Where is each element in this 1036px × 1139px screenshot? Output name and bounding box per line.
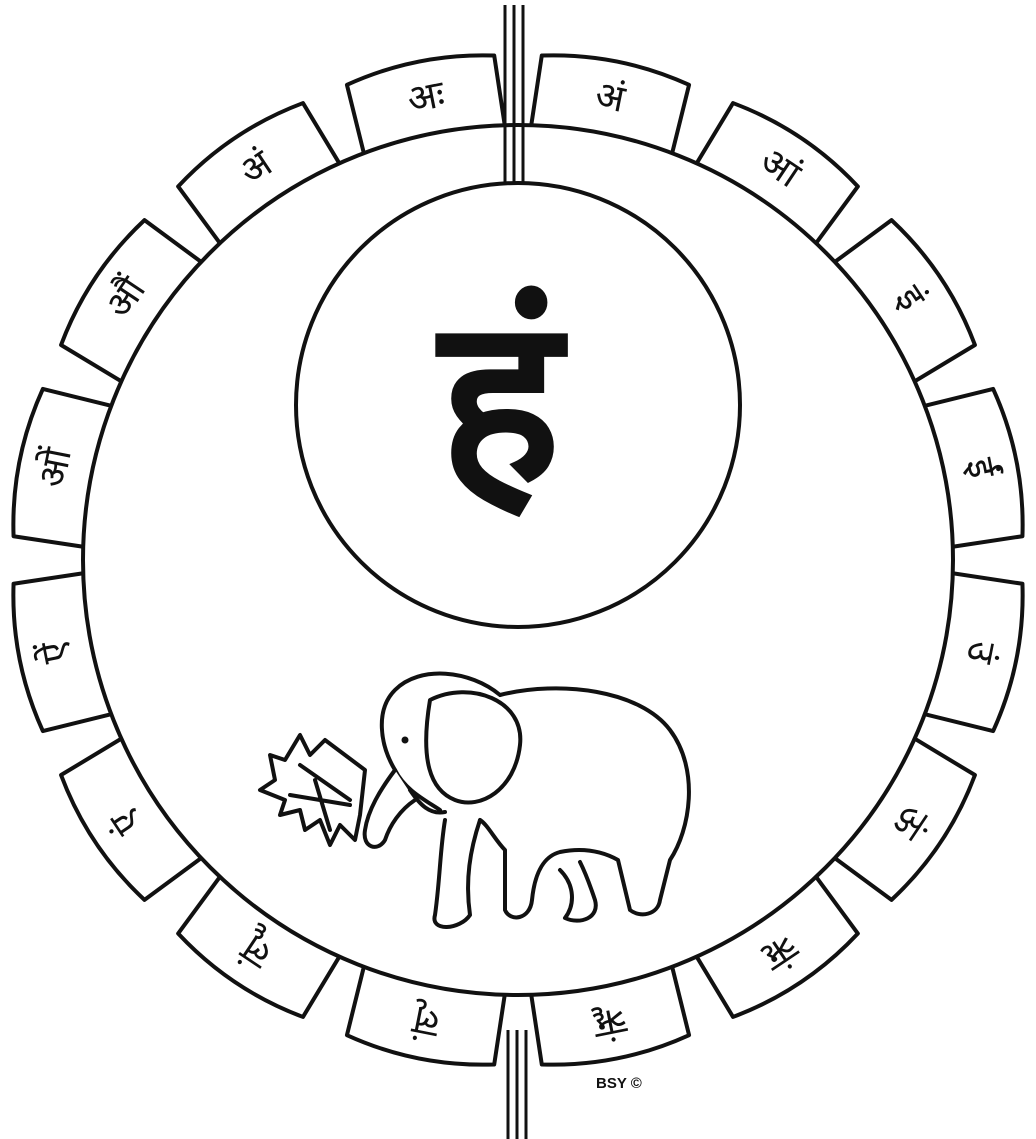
bija-mantra: हं <box>435 268 568 535</box>
copyright-label: BSY © <box>596 1075 642 1092</box>
